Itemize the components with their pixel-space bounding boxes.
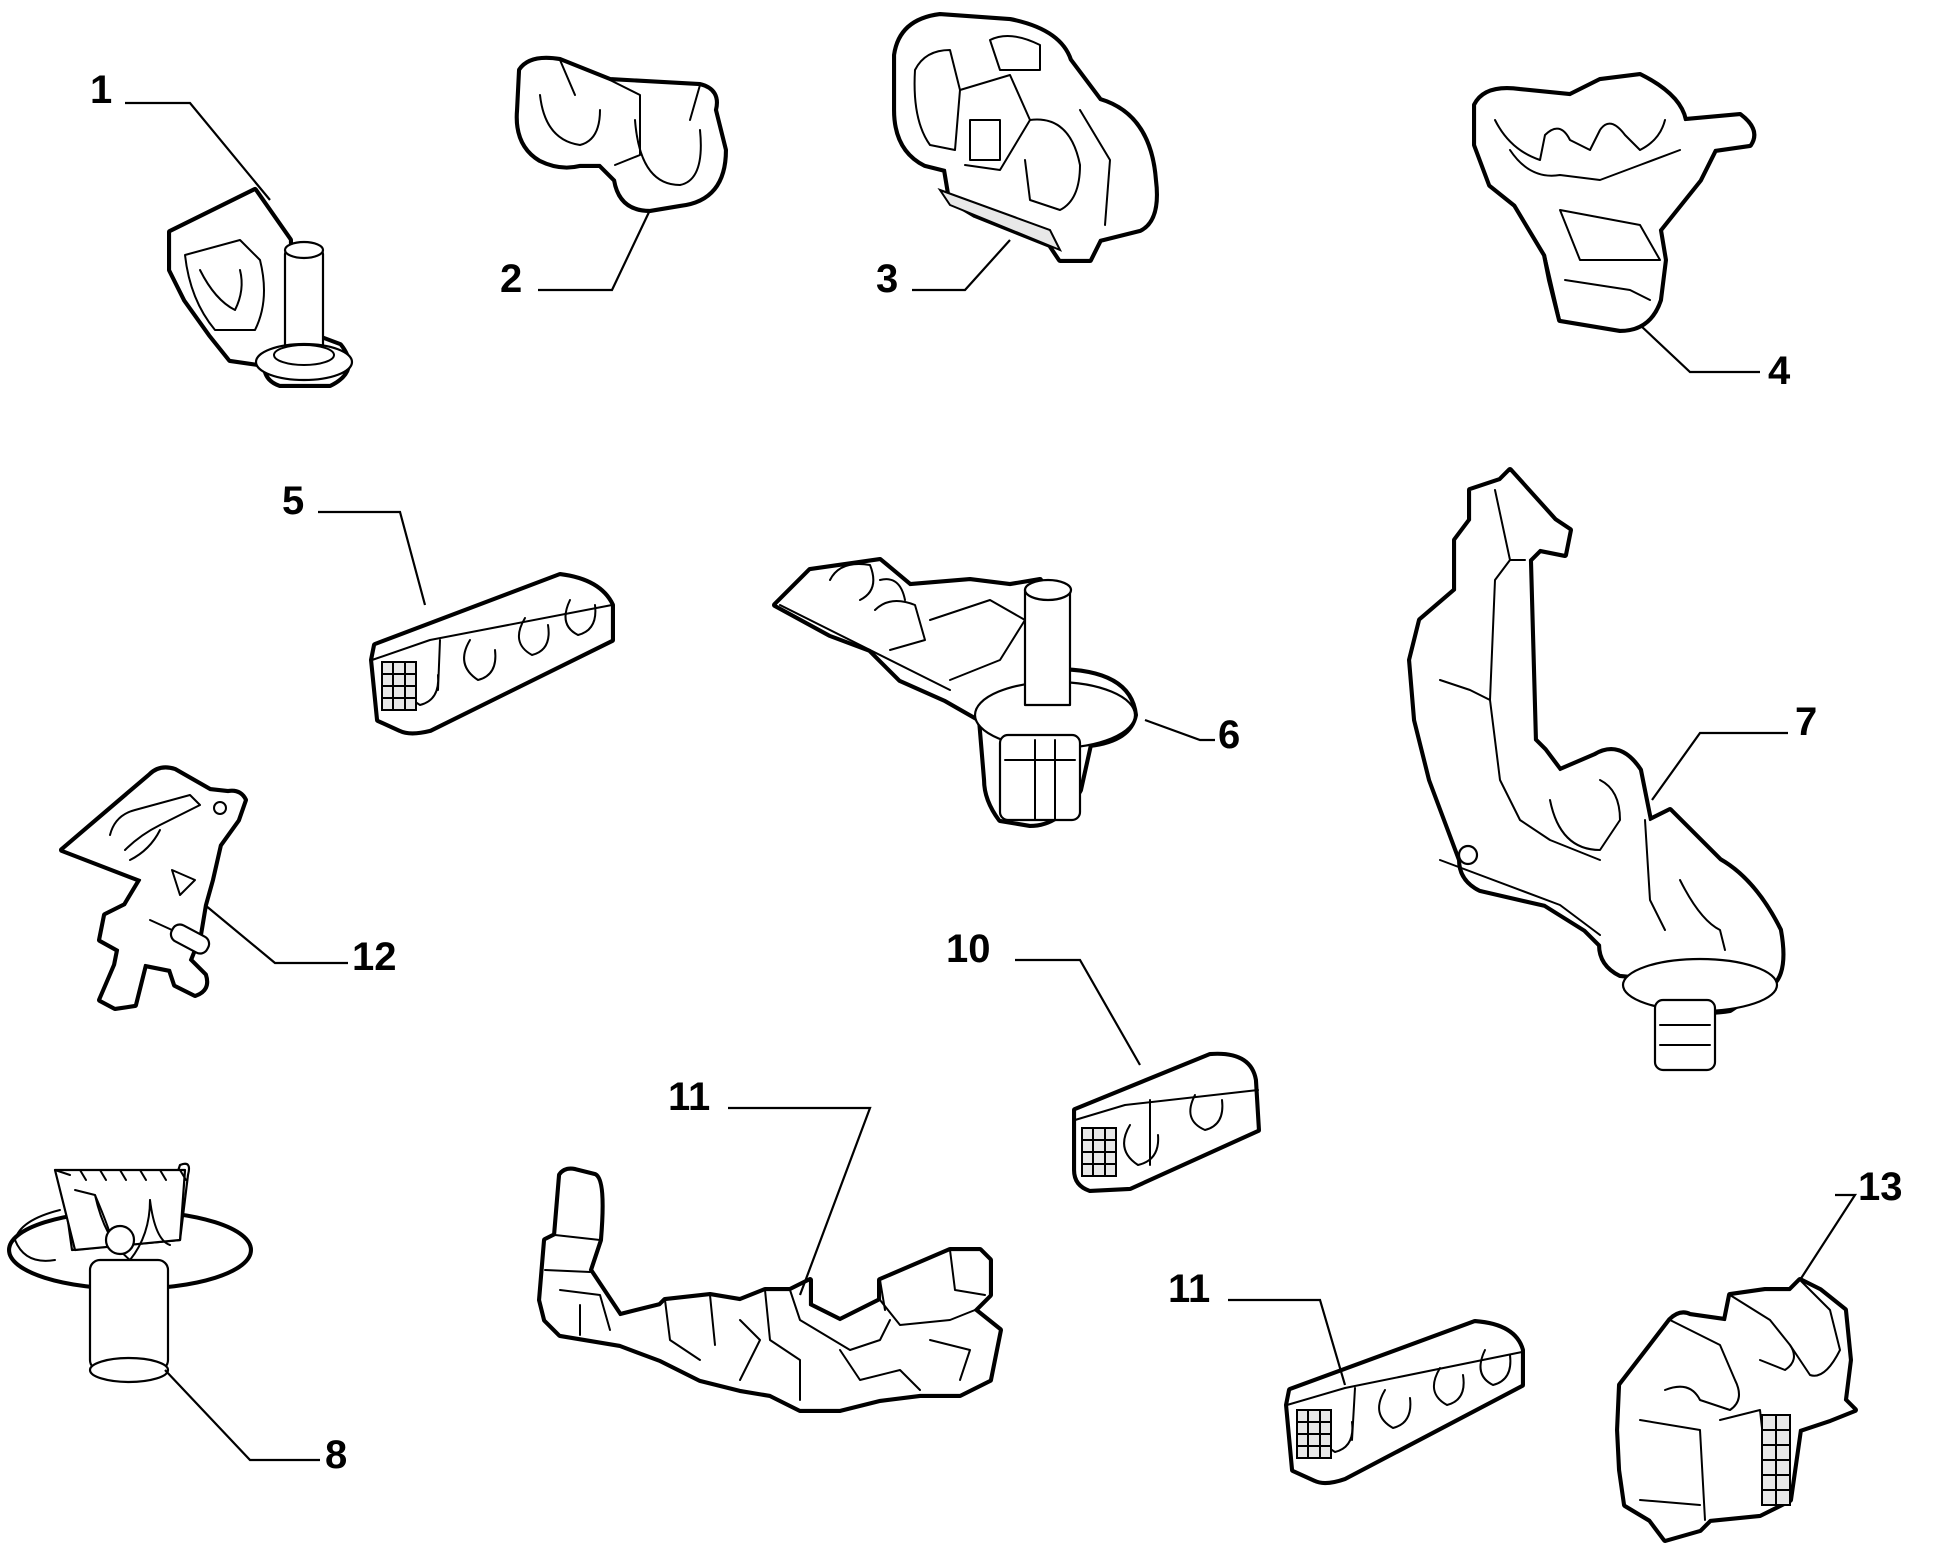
part-6-pin-with-clip (772, 557, 1138, 828)
leader-8 (164, 1369, 320, 1462)
leader-1 (125, 101, 271, 201)
callout-5: 5 (282, 479, 304, 523)
part-5-triple-pipe-clip (369, 572, 615, 736)
part-11-long-carrier (537, 1166, 1003, 1413)
leader-2 (538, 209, 651, 292)
leader-7 (1651, 731, 1788, 801)
callout-4: 4 (1768, 349, 1791, 393)
callout-1: 1 (90, 68, 112, 112)
part-2-double-clip (514, 55, 728, 213)
leader-10 (1015, 958, 1141, 1066)
part-1-clip-with-pin (167, 187, 354, 388)
leader-5 (318, 510, 427, 606)
part-11-triple-pipe-clip (1284, 1319, 1525, 1486)
part-7-long-bracket (1407, 467, 1786, 1072)
leader-6 (1144, 718, 1215, 742)
leader-3 (912, 239, 1011, 292)
leader-4 (1639, 324, 1760, 374)
callout-7: 7 (1795, 700, 1817, 744)
callout-11-lower: 11 (1168, 1267, 1210, 1311)
callout-2: 2 (500, 257, 522, 301)
part-12-metal-clip (59, 765, 248, 1011)
callout-10: 10 (946, 927, 991, 971)
part-10-double-pipe-block (1072, 1051, 1261, 1193)
callout-11-upper: 11 (668, 1075, 710, 1119)
callout-3: 3 (876, 257, 898, 301)
callout-12: 12 (352, 935, 397, 979)
callout-6: 6 (1218, 713, 1240, 757)
leader-13 (1799, 1193, 1858, 1281)
callout-13: 13 (1858, 1165, 1903, 1209)
callout-8: 8 (325, 1433, 347, 1477)
part-3-bracket-clip (892, 12, 1159, 263)
part-13-dual-spring-clip (1615, 1277, 1858, 1543)
part-4-harness-clip (1472, 72, 1757, 333)
leader-11-lower (1228, 1298, 1347, 1386)
part-8-push-pin (7, 1162, 253, 1384)
leader-11-upper (728, 1106, 872, 1296)
leader-12 (204, 904, 348, 965)
